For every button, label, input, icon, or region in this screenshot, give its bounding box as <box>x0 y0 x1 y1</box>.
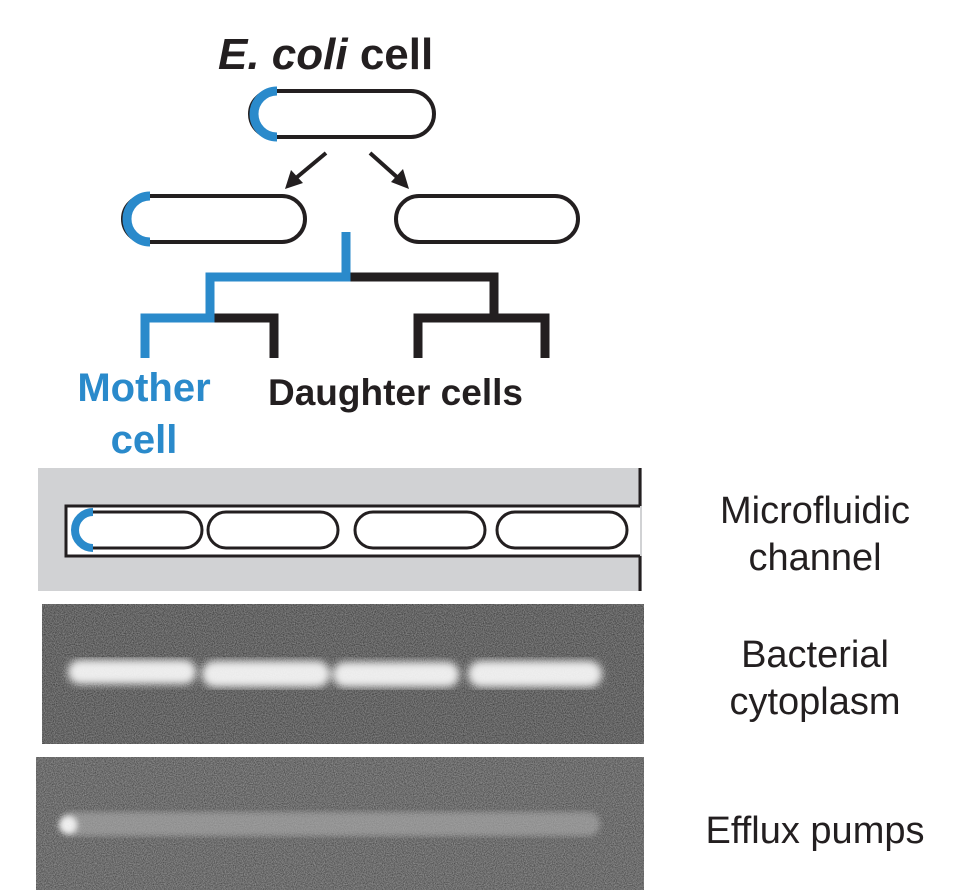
channel-cell <box>71 508 204 552</box>
row-label-channel: Microfluidic channel <box>690 488 940 582</box>
row-label-line2: channel <box>748 537 882 579</box>
mother-label-line2: cell <box>110 418 178 462</box>
channel-cell <box>206 510 340 550</box>
channel-cell <box>353 510 487 550</box>
division-arrows <box>285 151 409 189</box>
lineage-tree <box>140 232 550 358</box>
row-label-cytoplasm: Bacterial cytoplasm <box>690 632 940 726</box>
microfluidic-channel <box>38 468 642 591</box>
mother-label-line1: Mother <box>77 366 211 410</box>
channel-cell <box>495 510 629 550</box>
row-label-line1: Bacterial <box>741 634 889 676</box>
row-label-efflux: Efflux pumps <box>690 808 940 855</box>
daughter-cells-label: Daughter cells <box>268 372 523 413</box>
mother-cell-label: Mother cell <box>64 362 224 466</box>
cytoplasm-micrograph <box>42 604 644 744</box>
row-label-line2: cytoplasm <box>729 681 901 723</box>
page-title: E. coli cell <box>218 30 433 80</box>
left-daughter-cell <box>121 191 307 247</box>
title-normal: cell <box>359 30 434 79</box>
title-italic: E. coli <box>218 30 348 79</box>
top-cell <box>248 86 436 142</box>
row-label-line1: Efflux pumps <box>705 810 925 852</box>
efflux-micrograph <box>36 757 644 890</box>
row-label-line1: Microfluidic <box>719 490 911 532</box>
right-daughter-cell <box>394 194 580 244</box>
